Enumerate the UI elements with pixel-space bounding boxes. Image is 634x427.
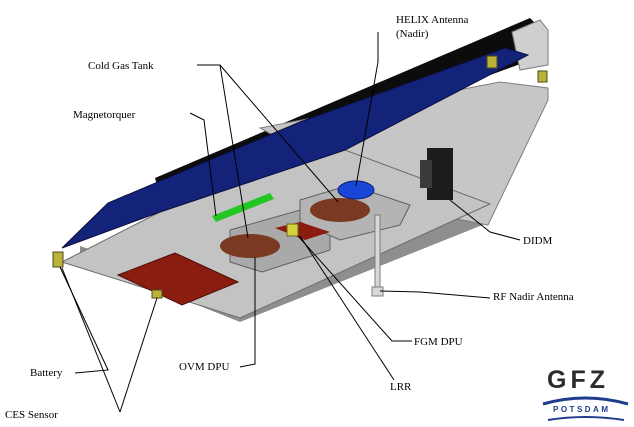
leader-helix <box>355 32 379 187</box>
rf-nadir-antenna <box>374 214 381 296</box>
leader-didm <box>449 199 521 241</box>
label-magnetorquer: Magnetorquer <box>73 109 136 121</box>
leader-ovm <box>239 257 256 368</box>
solar-panel <box>61 47 530 249</box>
tank-top <box>310 198 370 222</box>
label-helix-antenna: HELIX Antenna <box>396 14 469 26</box>
label-didm: DIDM <box>523 235 553 247</box>
leader-cold-gas <box>219 64 339 203</box>
leader-rf <box>379 290 491 299</box>
leader-ces <box>61 267 121 413</box>
label-cold-gas-tank: Cold Gas Tank <box>88 60 154 72</box>
label-ovm-dpu: OVM DPU <box>179 361 230 373</box>
gfz-logo-subtitle: POTSDAM <box>553 405 611 414</box>
didm-unit <box>420 160 432 188</box>
leader-lrr <box>299 235 395 381</box>
label-battery: Battery <box>30 367 63 379</box>
gfz-logo-swoosh <box>542 396 629 406</box>
leader-lines <box>59 32 521 413</box>
ces-sensor-block <box>151 289 163 299</box>
label-fgm-dpu: FGM DPU <box>414 336 463 348</box>
gfz-logo: GFZ <box>547 366 609 394</box>
battery-block <box>52 251 64 268</box>
leader-magnetorquer <box>189 112 217 217</box>
gfz-logo-swoosh <box>547 416 625 421</box>
label-ces-sensor: CES Sensor <box>5 409 58 421</box>
leader-battery <box>59 266 109 374</box>
sensor-block <box>537 70 548 83</box>
sensor-block <box>486 55 498 69</box>
helix-antenna <box>337 180 375 200</box>
leader-fgm <box>297 235 412 342</box>
fgm-dpu <box>286 223 299 237</box>
label-helix-nadir: (Nadir) <box>396 28 429 40</box>
leader-ces <box>119 297 158 413</box>
label-rf-nadir-antenna: RF Nadir Antenna <box>493 291 574 303</box>
label-lrr: LRR <box>390 381 412 393</box>
tank-top <box>220 234 280 258</box>
